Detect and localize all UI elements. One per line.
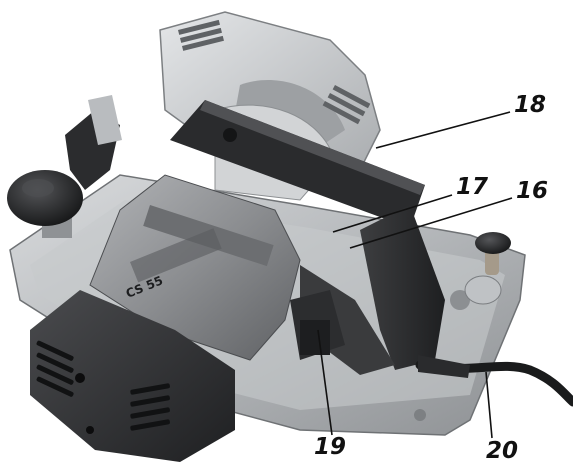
callout-label-18: 18 bbox=[514, 92, 547, 118]
motor-end-cap bbox=[30, 290, 235, 462]
callout-label-16: 16 bbox=[516, 178, 549, 204]
rip-fence-clamp bbox=[290, 290, 345, 360]
cable-strain-relief bbox=[418, 355, 470, 378]
riving-knife-bracket bbox=[65, 95, 122, 190]
leader-17 bbox=[332, 194, 453, 233]
leader-16 bbox=[349, 197, 513, 249]
callout-label-17: 17 bbox=[456, 174, 489, 200]
callout-label-20: 20 bbox=[486, 438, 519, 464]
depth-adjust-knob-icon bbox=[7, 170, 83, 238]
leader-20 bbox=[485, 371, 493, 439]
callout-lines bbox=[317, 111, 513, 439]
depth-stop-bar bbox=[170, 100, 425, 228]
motor-housing bbox=[89, 174, 301, 361]
leader-18 bbox=[375, 111, 511, 149]
callout-label-19: 19 bbox=[314, 434, 347, 460]
leader-19 bbox=[317, 329, 333, 436]
bevel-lock-knob-icon bbox=[464, 232, 511, 305]
